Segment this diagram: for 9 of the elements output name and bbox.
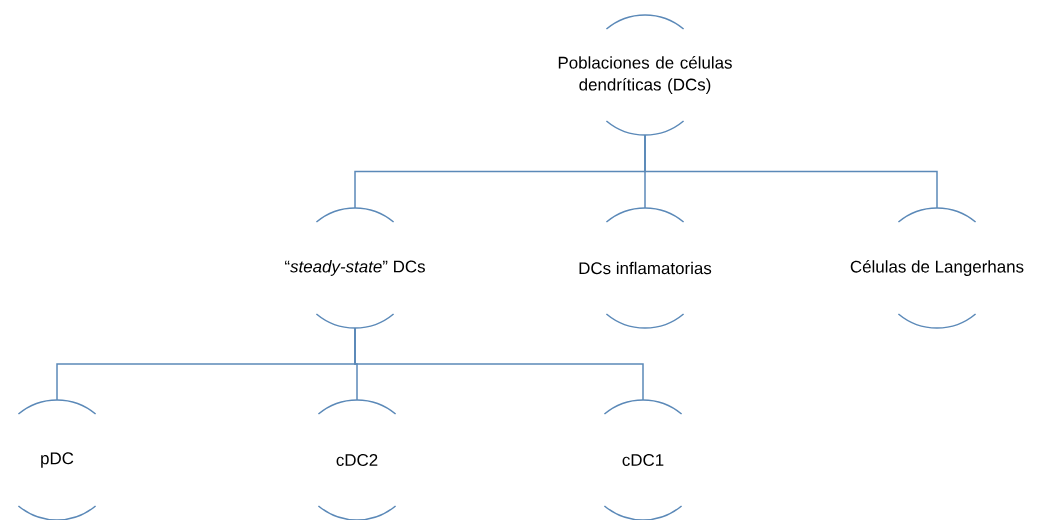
- circle-node: Poblaciones de células dendríticas (DCs): [558, 14, 732, 136]
- circle-node: pDC: [17, 399, 97, 520]
- circle-node: cDC1: [603, 399, 683, 520]
- connector: [354, 327, 644, 401]
- circle-node: DCs inflamatorias: [579, 207, 712, 329]
- circle-node: Células de Langerhans: [850, 207, 1024, 329]
- circle-node: cDC2: [317, 399, 397, 520]
- connector: [644, 134, 938, 209]
- circle-node: “steady-state” DCs: [285, 207, 425, 329]
